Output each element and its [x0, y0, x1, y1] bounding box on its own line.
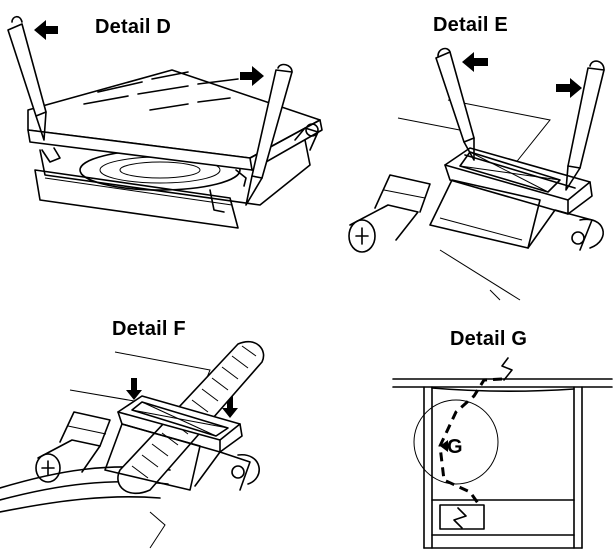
arrow-left-icon [462, 52, 488, 72]
detail-f-illustration [0, 340, 265, 549]
press-arrow-left-icon [126, 378, 142, 400]
detail-d-label: Detail D [95, 16, 172, 38]
detail-e-label: Detail E [433, 14, 508, 36]
tool-left-icon [7, 15, 47, 141]
detail-f-label: Detail F [112, 318, 186, 340]
detail-d-illustration [7, 15, 323, 229]
tool-left-icon [435, 47, 475, 161]
arrow-right-icon [556, 78, 582, 98]
screw-icon [35, 411, 111, 483]
arrow-left-icon [34, 20, 58, 40]
press-arrow-right-icon [222, 396, 238, 418]
detail-g-illustration: G [392, 357, 613, 549]
tool-right-icon [245, 63, 293, 206]
detail-g-label: Detail G [450, 328, 528, 350]
tool-right-icon [565, 60, 605, 191]
screw-icon [348, 174, 431, 253]
arrow-right-icon [240, 66, 264, 86]
detail-e-illustration [348, 47, 605, 301]
pointer-arrow-icon [440, 440, 448, 452]
detail-g-marker: G [447, 436, 463, 458]
